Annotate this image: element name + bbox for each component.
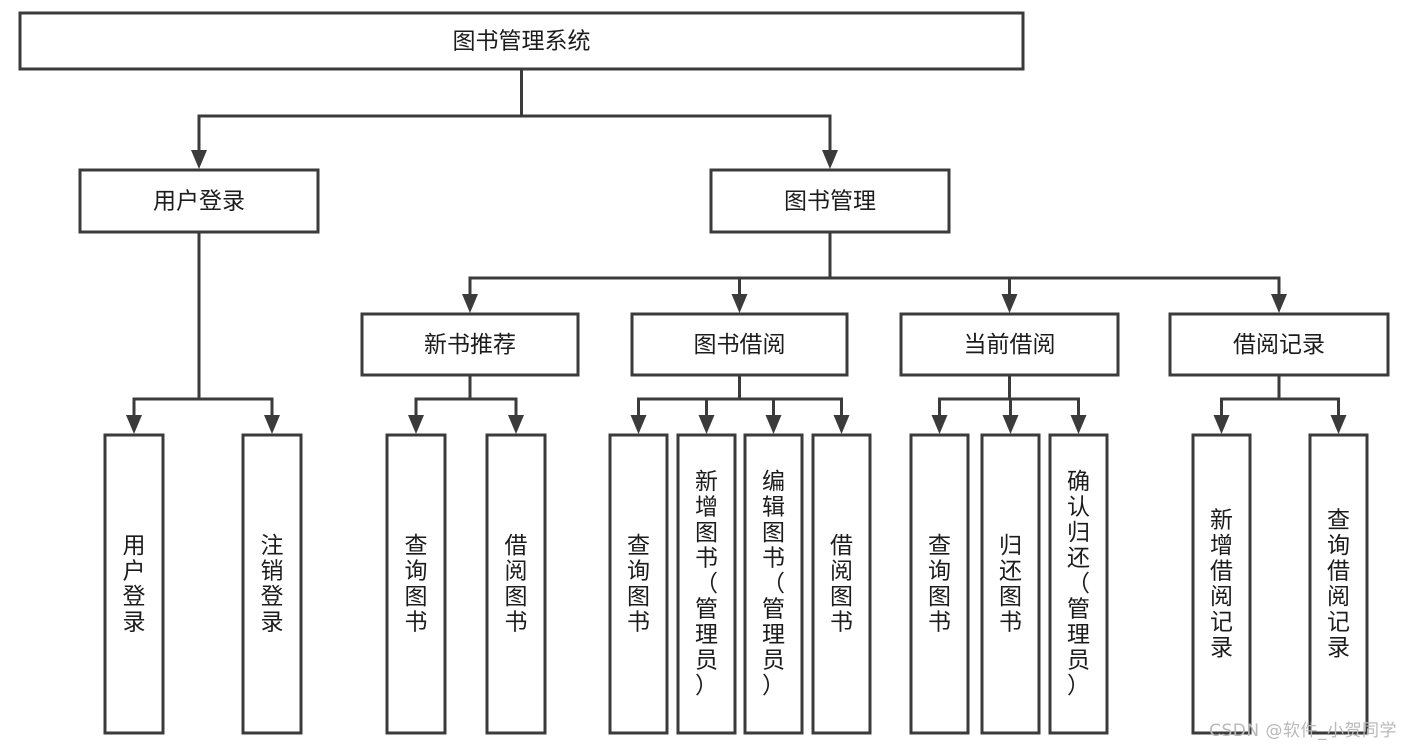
arrow-head-icon [931,415,948,434]
node-label: 查询图书 [405,533,428,636]
node-label: 用户登录 [153,189,245,215]
arrow-head-icon [126,415,142,434]
node-box [1048,433,1109,735]
node-box [980,433,1041,735]
node-leaf-cb-confirm[interactable]: 确认归还（管理员） [1048,433,1109,735]
node-box [360,312,580,377]
arrow-head-icon [765,415,782,434]
node-box [103,433,165,735]
arrow-head-icon [698,415,715,434]
node-n-new-book-rec[interactable]: 新书推荐 [360,312,580,377]
node-label: 借阅记录 [1233,332,1325,358]
node-label: 注销登录 [261,533,284,636]
arrow-head-icon [462,294,478,313]
node-label: 图书管理系统 [453,29,591,55]
node-leaf-user-logout[interactable]: 注销登录 [241,433,303,735]
node-leaf-cb-return[interactable]: 归还图书 [980,433,1041,735]
node-n-current-borrow[interactable]: 当前借阅 [899,312,1120,377]
arrow-head-icon [1070,415,1087,434]
node-box [909,433,970,735]
node-label: 借阅图书 [505,533,528,636]
node-box [899,312,1120,377]
node-label: 新书推荐 [424,332,516,358]
node-label: 新增借阅记录 [1210,507,1233,661]
node-label: 图书借阅 [694,332,786,358]
node-box [811,433,872,735]
node-label: 借阅图书 [830,533,853,636]
node-label: 新增图书（管理员） [695,469,718,699]
node-leaf-bb-edit[interactable]: 编辑图书（管理员） [743,433,804,735]
node-box [743,433,804,735]
node-leaf-rec-borrow[interactable]: 借阅图书 [485,433,547,735]
arrow-head-icon [408,415,424,434]
node-leaf-bb-borrow[interactable]: 借阅图书 [811,433,872,735]
node-leaf-br-add[interactable]: 新增借阅记录 [1191,433,1252,735]
node-label: 当前借阅 [964,332,1056,358]
node-box [1308,433,1369,735]
node-leaf-cb-query[interactable]: 查询图书 [909,433,970,735]
node-box [630,312,849,377]
node-label: 确认归还（管理员） [1067,469,1090,699]
node-box [709,168,951,234]
watermark-label: CSDN @软件_小贺同学 [1209,721,1397,741]
nodes-layer: 图书管理系统用户登录图书管理新书推荐图书借阅当前借阅借阅记录用户登录注销登录查询… [18,11,1390,735]
connectors-layer [126,67,1347,434]
arrow-head-icon [1213,415,1230,434]
arrow-head-icon [1002,415,1019,434]
node-root[interactable]: 图书管理系统 [18,11,1025,71]
node-box [608,433,669,735]
node-box [241,433,303,735]
node-box [1168,312,1390,377]
node-box [1191,433,1252,735]
node-n-borrow-record[interactable]: 借阅记录 [1168,312,1390,377]
arrow-head-icon [264,415,280,434]
node-leaf-bb-query[interactable]: 查询图书 [608,433,669,735]
arrow-head-icon [630,415,647,434]
node-leaf-user-login[interactable]: 用户登录 [103,433,165,735]
node-label: 查询图书 [928,533,951,636]
node-leaf-br-query[interactable]: 查询借阅记录 [1308,433,1369,735]
node-box [485,433,547,735]
node-label: 查询图书 [627,533,650,636]
arrow-head-icon [1001,294,1018,313]
arrow-head-icon [822,150,838,169]
node-label: 编辑图书（管理员） [762,469,785,699]
node-label: 查询借阅记录 [1327,507,1350,661]
arrow-head-icon [731,294,748,313]
node-box [385,433,447,735]
arrow-head-icon [1330,415,1347,434]
arrow-head-icon [508,415,524,434]
node-n-book-mgmt[interactable]: 图书管理 [709,168,951,234]
arrow-head-icon [191,150,207,169]
node-leaf-bb-add[interactable]: 新增图书（管理员） [676,433,737,735]
arrow-head-icon [833,415,850,434]
node-n-user-login[interactable]: 用户登录 [78,168,320,234]
node-label: 用户登录 [123,533,146,636]
node-leaf-rec-query[interactable]: 查询图书 [385,433,447,735]
node-n-book-borrow[interactable]: 图书借阅 [630,312,849,377]
node-box [18,11,1025,71]
node-label: 归还图书 [999,533,1022,636]
node-box [78,168,320,234]
node-label: 图书管理 [784,189,876,215]
node-box [676,433,737,735]
arrow-head-icon [1271,294,1287,313]
